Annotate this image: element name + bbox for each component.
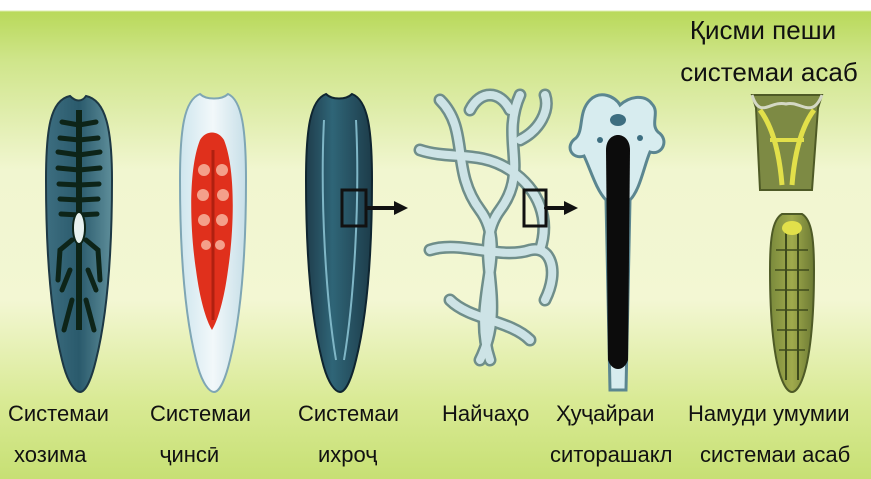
caption-reproductive-line-2: ҷинсӣ [160, 442, 219, 468]
excretory-system-figure [306, 94, 408, 392]
header-line-1: Қисми пеши [664, 14, 862, 46]
caption-nervous-line-1: Намуди умумии [688, 401, 850, 427]
caption-nervous-line-2: системаи асаб [700, 442, 850, 468]
caption-excretory-line-1: Системаи [298, 401, 399, 427]
anterior-nervous-system-figure [752, 95, 822, 190]
caption-flame-cell-line-1: Ҳуҷайраи [556, 401, 654, 427]
header-line-2: системаи асаб [664, 56, 871, 88]
caption-flame-cell-line-2: ситорашакл [550, 442, 672, 468]
flame-cell-figure [570, 95, 664, 390]
digestive-system-figure [46, 96, 112, 392]
caption-digestive-line-2: хозима [14, 442, 86, 468]
caption-digestive-line-1: Системаи [8, 401, 109, 427]
whole-nervous-system-figure [770, 214, 814, 392]
reproductive-system-figure [180, 94, 246, 392]
caption-tubules: Найчаҳо [442, 401, 529, 427]
caption-excretory-line-2: ихроҷ [318, 442, 377, 468]
tubules-figure [420, 95, 578, 360]
caption-reproductive-line-1: Системаи [150, 401, 251, 427]
